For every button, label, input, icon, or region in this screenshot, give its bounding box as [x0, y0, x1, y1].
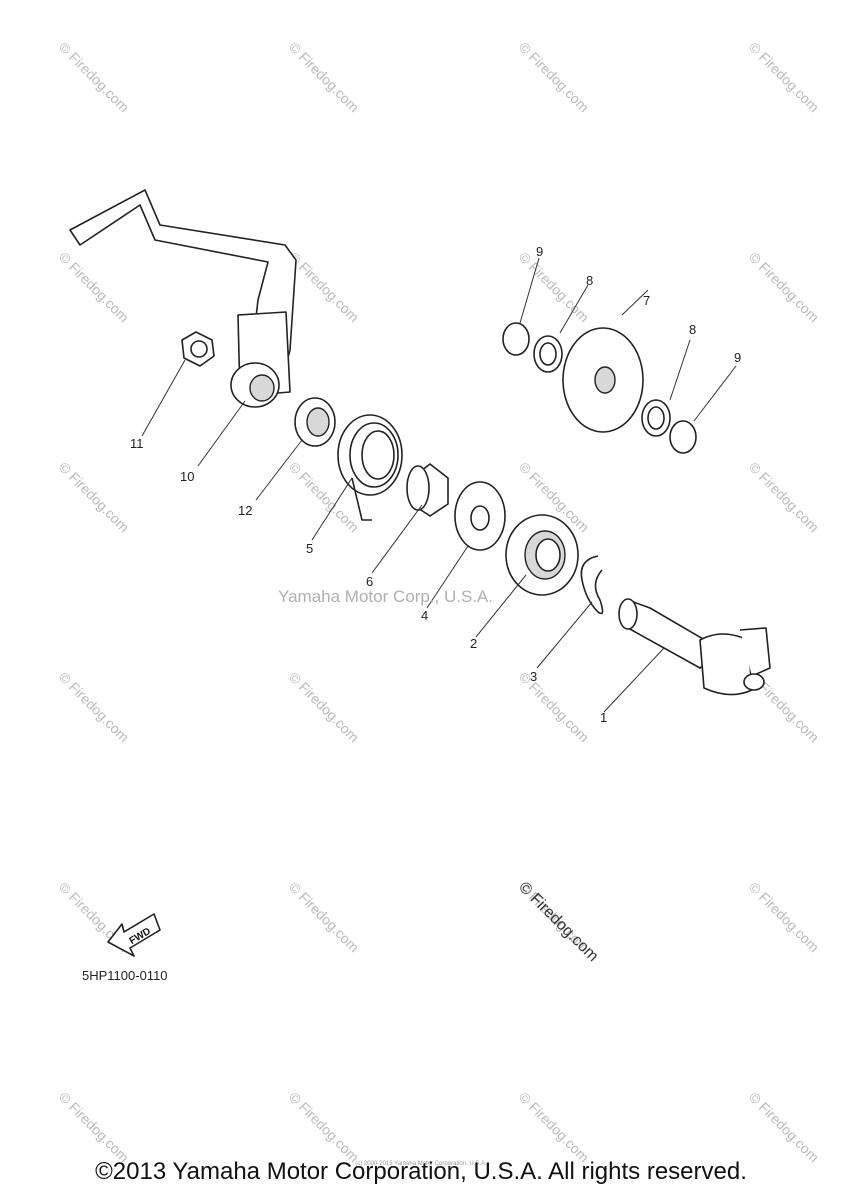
part-2-kick-gear[interactable]	[505, 514, 579, 596]
part-9-circlip-right[interactable]	[669, 420, 697, 454]
part-8-washer-right[interactable]	[641, 399, 671, 437]
part-8-washer-left[interactable]	[533, 335, 563, 373]
leader-lines	[141, 257, 737, 713]
callouts: 1 2 3 4 5 6 7 8 8 9 9 10 11 12	[130, 244, 741, 725]
tile-watermark: © Firedog.com	[746, 39, 822, 115]
tile-watermark: © Firedog.com	[56, 669, 132, 745]
part-4-washer[interactable]	[454, 481, 506, 551]
callout-12: 12	[238, 503, 252, 518]
callout-10: 10	[180, 469, 194, 484]
callout-3: 3	[530, 669, 537, 684]
diagram-code: 5HP1100-0110	[82, 968, 168, 983]
center-watermark: Yamaha Motor Corp., U.S.A.	[278, 587, 493, 606]
tile-watermark: © Firedog.com	[286, 879, 362, 955]
tile-watermark: © Firedog.com	[286, 669, 362, 745]
tile-watermark: © Firedog.com	[56, 39, 132, 115]
part-12-oil-seal[interactable]	[294, 397, 336, 447]
callout-8-right: 8	[689, 322, 696, 337]
tile-watermark: © Firedog.com	[286, 39, 362, 115]
tile-watermark: © Firedog.com	[56, 459, 132, 535]
callout-8-left: 8	[586, 273, 593, 288]
part-7-idle-gear[interactable]	[562, 327, 644, 433]
callout-7: 7	[643, 293, 650, 308]
callout-9-left: 9	[536, 244, 543, 259]
tile-watermark: © Firedog.com	[516, 39, 592, 115]
firedog-mark: © Firedog.com	[515, 879, 601, 965]
part-1-kick-shaft[interactable]	[618, 598, 771, 696]
callout-6: 6	[366, 574, 373, 589]
tile-watermark: © Firedog.com	[746, 1089, 822, 1165]
callout-1: 1	[600, 710, 607, 725]
tile-watermark: © Firedog.com	[746, 879, 822, 955]
tile-watermark: © Firedog.com	[56, 249, 132, 325]
tile-watermark: © Firedog.com	[286, 249, 362, 325]
callout-9-right: 9	[734, 350, 741, 365]
part-6-spring-guide[interactable]	[406, 463, 449, 517]
copyright-footer: ©2013 Yamaha Motor Corporation, U.S.A. A…	[95, 1158, 747, 1185]
fwd-arrow-icon: FWD	[107, 913, 161, 957]
tile-watermark: © Firedog.com	[516, 669, 592, 745]
part-3-clip[interactable]	[580, 555, 604, 615]
tile-watermark: © Firedog.com	[746, 459, 822, 535]
part-11-nut[interactable]	[181, 331, 215, 367]
tile-watermark: © Firedog.com	[516, 1089, 592, 1165]
tile-watermark: © Firedog.com	[286, 1089, 362, 1165]
part-10-kick-crank[interactable]	[69, 189, 297, 408]
small-copyright-notice: (c) 2000-2015 Yamaha Motor Corporation, …	[355, 1161, 487, 1167]
tile-watermark: © Firedog.com	[56, 1089, 132, 1165]
callout-4: 4	[421, 608, 428, 623]
callout-5: 5	[306, 541, 313, 556]
part-9-circlip-left[interactable]	[502, 322, 530, 356]
tile-watermark: © Firedog.com	[516, 249, 592, 325]
tile-watermark: © Firedog.com	[746, 249, 822, 325]
part-5-torsion-spring[interactable]	[337, 414, 403, 521]
callout-2: 2	[470, 636, 477, 651]
callout-11: 11	[130, 436, 144, 451]
